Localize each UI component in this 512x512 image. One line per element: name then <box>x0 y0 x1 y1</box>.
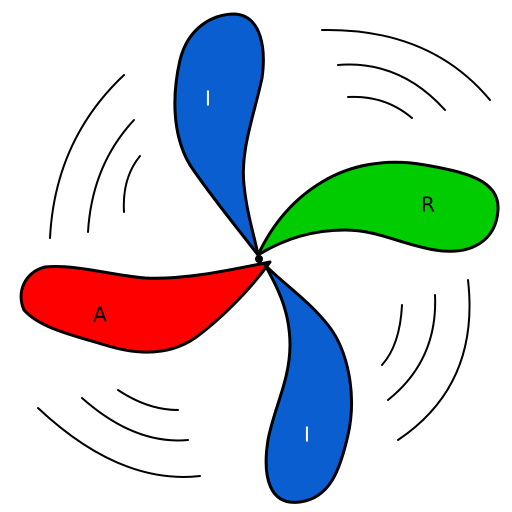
motion-line <box>337 63 446 111</box>
motion-line <box>397 279 471 441</box>
motion-line <box>87 119 135 233</box>
motion-line <box>122 155 141 213</box>
motion-line <box>347 95 413 119</box>
motion-line <box>381 304 403 366</box>
blade-top <box>173 12 265 257</box>
motion-line <box>117 389 179 411</box>
motion-line <box>49 74 125 239</box>
pinwheel-hub <box>255 255 263 263</box>
motion-line <box>387 294 437 401</box>
motion-line <box>37 407 201 478</box>
motion-lines <box>37 28 491 478</box>
motion-line <box>81 397 189 442</box>
blade-label: R <box>421 193 435 217</box>
motion-line <box>321 28 491 101</box>
blade-bottom <box>263 263 353 504</box>
blade-left <box>19 260 272 354</box>
blade-label: A <box>93 303 107 327</box>
blade-label: I <box>205 87 211 111</box>
blade-right <box>256 160 500 257</box>
blade-label: I <box>304 423 310 447</box>
